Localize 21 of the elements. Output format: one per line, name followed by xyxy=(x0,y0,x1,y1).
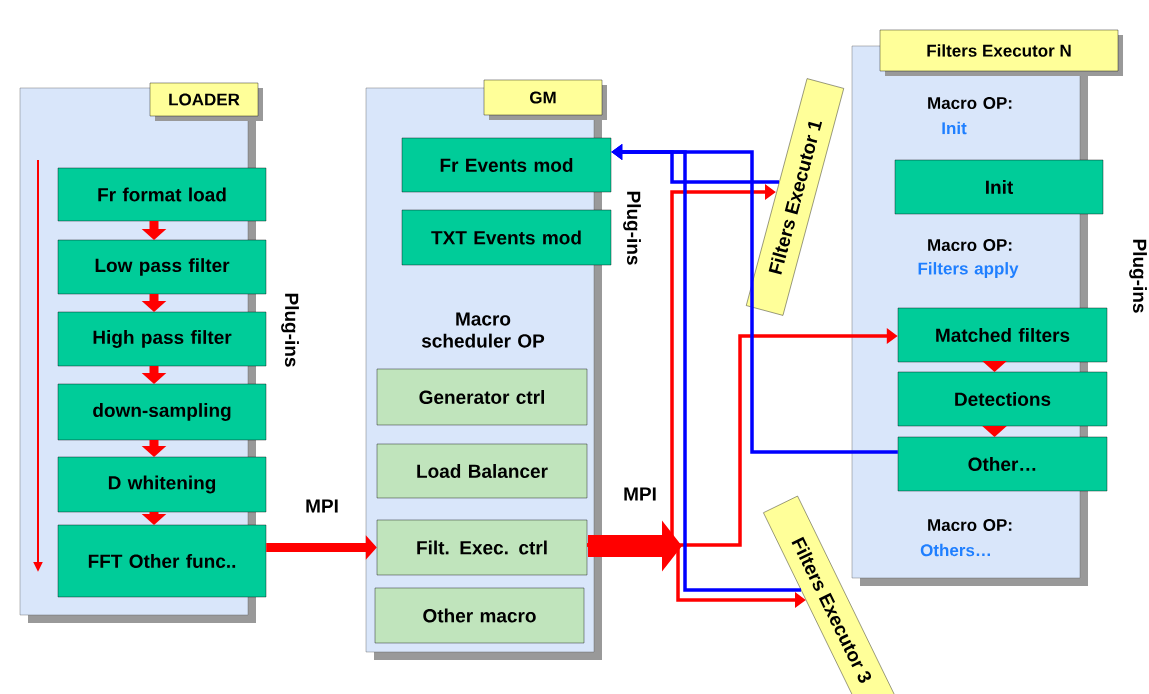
module-box: Load Balancer xyxy=(376,443,588,499)
module-box: Generator ctrl xyxy=(376,368,588,426)
vertical-label: Plug-ins xyxy=(623,191,641,265)
module-box: TXT Events mod xyxy=(401,209,612,266)
module-box: Other macro xyxy=(374,587,585,644)
title-tab: LOADER xyxy=(149,82,263,121)
module-box: Fr format load xyxy=(57,167,267,222)
module-box: D whitening xyxy=(57,456,267,513)
executor-tab: Filters Executor 1 xyxy=(746,78,844,316)
module-box: Low pass filter xyxy=(57,239,267,295)
vertical-label: Plug-ins xyxy=(281,293,299,367)
title-tab: GM xyxy=(483,79,607,120)
edge-label: MPI xyxy=(306,499,338,513)
vertical-label: Plug-ins xyxy=(1129,239,1147,313)
edge-label: MPI xyxy=(624,487,656,501)
module-box: High pass filter xyxy=(57,311,267,367)
module-box: FFT Other func.. xyxy=(57,524,267,598)
panel-text: Macro scheduler OP xyxy=(421,312,545,348)
module-box: Filt. Exec. ctrl xyxy=(376,519,588,576)
module-box: Fr Events mod xyxy=(401,137,612,193)
module-box: down-sampling xyxy=(57,383,267,441)
